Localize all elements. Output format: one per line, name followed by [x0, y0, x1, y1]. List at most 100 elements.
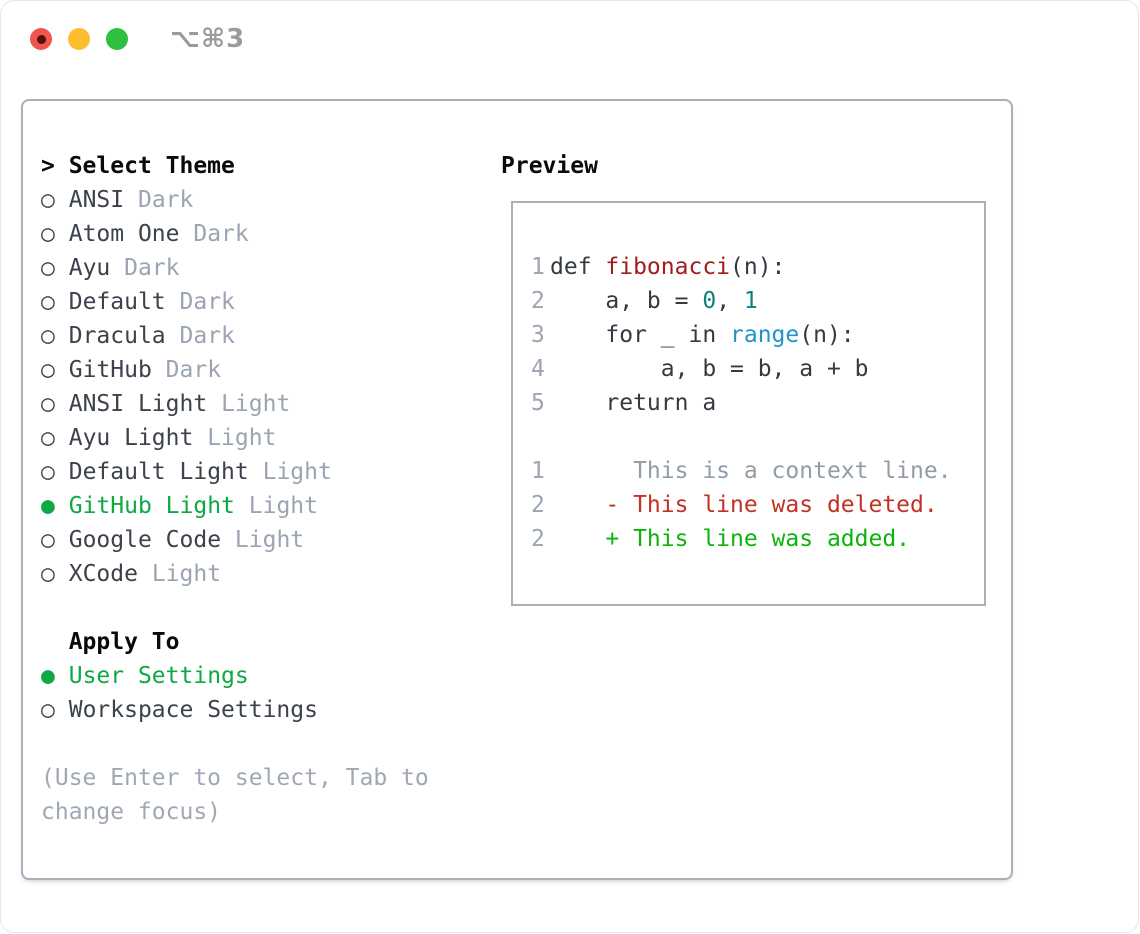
theme-list: > Select Theme○ ANSI Dark○ Atom One Dark…: [41, 149, 429, 829]
apply-option-label: Workspace Settings: [68, 697, 318, 723]
theme-option-google-code-light[interactable]: ○ Google Code Light: [41, 523, 429, 557]
theme-name: GitHub: [68, 357, 152, 383]
apply-option-workspace-settings[interactable]: ○ Workspace Settings: [41, 693, 429, 727]
radio-unselected-icon: ○: [41, 697, 55, 723]
spacer-row: [41, 727, 429, 761]
code-token-add: + This line was added.: [605, 526, 911, 552]
radio-unselected-icon: ○: [41, 357, 55, 383]
code-token-code: (n):: [799, 322, 855, 348]
code-token-code: return a: [550, 390, 717, 416]
theme-option-github-dark[interactable]: ○ GitHub Dark: [41, 353, 429, 387]
theme-variant-badge: Dark: [179, 289, 235, 315]
close-button[interactable]: [30, 28, 52, 50]
keyboard-hint: change focus): [41, 795, 429, 829]
theme-variant-badge: Dark: [165, 357, 222, 383]
theme-name: Default Light: [68, 459, 249, 485]
theme-name: GitHub Light: [68, 493, 235, 519]
theme-name: Atom One: [68, 221, 180, 247]
theme-name: Ayu Light: [68, 425, 194, 451]
code-token-del: - This line was deleted.: [605, 492, 938, 518]
theme-option-ayu-dark[interactable]: ○ Ayu Dark: [41, 251, 429, 285]
minimize-button[interactable]: [68, 28, 90, 50]
radio-unselected-icon: ○: [41, 425, 55, 451]
radio-selected-icon: ●: [41, 493, 55, 519]
theme-option-dracula-dark[interactable]: ○ Dracula Dark: [41, 319, 429, 353]
theme-option-ansi-light-light[interactable]: ○ ANSI Light Light: [41, 387, 429, 421]
diff-deleted-line: 2 - This line was deleted.: [531, 488, 984, 522]
code-token-code: (n):: [730, 254, 786, 280]
code-token-num: 1: [743, 288, 758, 314]
code-line: 3 for _ in range(n):: [531, 318, 984, 352]
code-line: 4 a, b = b, a + b: [531, 352, 984, 386]
line-number: 3: [531, 322, 545, 348]
focus-caret-icon: >: [41, 153, 69, 179]
line-number: 1: [531, 458, 545, 484]
code-line: 5 return a: [531, 386, 984, 420]
line-number: 5: [531, 390, 545, 416]
theme-name: Ayu: [68, 255, 111, 281]
radio-unselected-icon: ○: [41, 221, 55, 247]
radio-unselected-icon: ○: [41, 289, 55, 315]
theme-option-default-dark[interactable]: ○ Default Dark: [41, 285, 429, 319]
code-token-title: fibonacci: [605, 254, 731, 280]
apply-to-title: Apply To: [68, 629, 180, 655]
theme-option-atom-one-dark[interactable]: ○ Atom One Dark: [41, 217, 429, 251]
theme-variant-badge: Dark: [179, 323, 235, 349]
hint-text: (Use Enter to select, Tab to: [41, 765, 429, 791]
radio-unselected-icon: ○: [41, 187, 55, 213]
theme-option-ansi-dark[interactable]: ○ ANSI Dark: [41, 183, 429, 217]
code-token-code: [550, 526, 605, 552]
theme-name: XCode: [68, 561, 138, 587]
hint-text: change focus): [41, 799, 222, 825]
spacer-row: [531, 420, 984, 454]
line-number: 1: [531, 254, 545, 280]
select-theme-header: > Select Theme: [41, 149, 429, 183]
radio-unselected-icon: ○: [41, 391, 55, 417]
theme-name: Google Code: [68, 527, 222, 553]
code-token-ctx: This is a context line.: [550, 458, 952, 484]
line-number: 4: [531, 356, 545, 382]
code-token-code: ,: [716, 288, 744, 314]
maximize-button[interactable]: [106, 28, 128, 50]
code-line: 2 a, b = 0, 1: [531, 284, 984, 318]
apply-to-header: Apply To: [41, 625, 429, 659]
radio-selected-icon: ●: [41, 663, 55, 689]
theme-option-github-light-light[interactable]: ● GitHub Light Light: [41, 489, 429, 523]
theme-option-xcode-light[interactable]: ○ XCode Light: [41, 557, 429, 591]
theme-selector-dialog: > Select Theme○ ANSI Dark○ Atom One Dark…: [21, 99, 1013, 880]
theme-option-ayu-light-light[interactable]: ○ Ayu Light Light: [41, 421, 429, 455]
code-token-code: [550, 492, 605, 518]
code-token-code: a, b = b, a + b: [550, 356, 869, 382]
titlebar: ⌥⌘3: [1, 1, 1138, 77]
diff-added-line: 2 + This line was added.: [531, 522, 984, 556]
apply-option-user-settings[interactable]: ● User Settings: [41, 659, 429, 693]
radio-unselected-icon: ○: [41, 527, 55, 553]
theme-variant-badge: Light: [151, 561, 222, 587]
theme-variant-badge: Light: [207, 425, 277, 451]
theme-variant-badge: Dark: [193, 221, 249, 247]
radio-unselected-icon: ○: [41, 323, 55, 349]
code-token-num: 0: [702, 288, 717, 314]
theme-name: ANSI Light: [68, 391, 208, 417]
line-number: 2: [531, 492, 545, 518]
code-token-code: for _ in: [550, 322, 731, 348]
theme-name: Default: [68, 289, 166, 315]
code-token-code: a, b =: [550, 288, 703, 314]
theme-variant-badge: Light: [248, 493, 318, 519]
theme-name: ANSI: [68, 187, 125, 213]
spacer-row: [41, 591, 429, 625]
apply-option-label: User Settings: [68, 663, 249, 689]
theme-name: Dracula: [68, 323, 166, 349]
theme-option-default-light-light[interactable]: ○ Default Light Light: [41, 455, 429, 489]
line-number: 2: [531, 288, 545, 314]
theme-variant-badge: Light: [221, 391, 291, 417]
diff-context-line: 1 This is a context line.: [531, 454, 984, 488]
close-unsaved-dot-icon: [36, 34, 46, 44]
radio-unselected-icon: ○: [41, 255, 55, 281]
code-token-builtin: range: [730, 322, 800, 348]
keyboard-hint: (Use Enter to select, Tab to: [41, 761, 429, 795]
theme-variant-badge: Dark: [137, 187, 194, 213]
theme-variant-badge: Light: [262, 459, 332, 485]
